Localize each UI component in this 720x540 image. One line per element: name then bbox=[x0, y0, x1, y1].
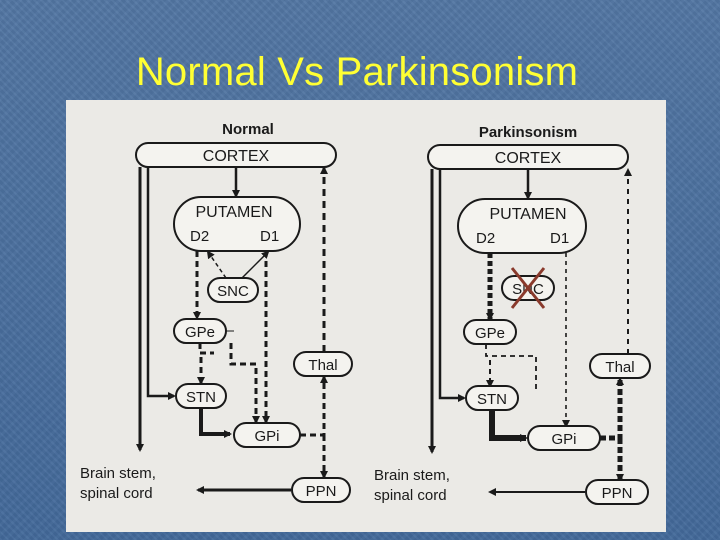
putamen-box bbox=[173, 196, 301, 252]
snc-d2-arrow bbox=[206, 250, 227, 279]
cortex-stn-arrow bbox=[146, 167, 176, 400]
gpi-label: GPi bbox=[254, 428, 279, 445]
gpe-label: GPe bbox=[185, 324, 215, 341]
gpe-label: GPe bbox=[475, 325, 505, 342]
ppn-label: PPN bbox=[306, 483, 337, 500]
cortex-label: CORTEX bbox=[203, 148, 270, 165]
d1-label: D1 bbox=[550, 230, 569, 247]
stn-label: STN bbox=[186, 389, 216, 406]
thal-label: Thal bbox=[308, 357, 337, 374]
gpe-stn-link bbox=[198, 343, 214, 355]
putamen-box bbox=[457, 198, 587, 254]
snc-box bbox=[207, 277, 259, 303]
ppn-box bbox=[585, 479, 649, 505]
d2-label: D2 bbox=[476, 230, 495, 247]
basal-ganglia-diagrams: Normal CORTEX PUTAMEN D2 D1 SNC GPe Thal bbox=[80, 121, 651, 505]
d2-label: D2 bbox=[190, 228, 209, 245]
brainstem-label-line1: Brain stem, bbox=[374, 467, 450, 484]
panel-heading-parkinsonism: Parkinsonism bbox=[479, 124, 577, 141]
ppn-label: PPN bbox=[602, 485, 633, 502]
cortex-stn-arrow bbox=[438, 169, 466, 402]
snc-label: SNC bbox=[217, 283, 249, 300]
gpe-stn-link bbox=[485, 344, 537, 390]
brainstem-label-line2: spinal cord bbox=[80, 485, 153, 502]
thal-label: Thal bbox=[605, 359, 634, 376]
gpi-label: GPi bbox=[551, 431, 576, 448]
panel-heading-normal: Normal bbox=[222, 121, 274, 138]
brainstem-label-line1: Brain stem, bbox=[80, 465, 156, 482]
gpe-gpi-arrow bbox=[229, 343, 260, 424]
brainstem-label-line2: spinal cord bbox=[374, 487, 447, 504]
putamen-label: PUTAMEN bbox=[489, 206, 566, 223]
slide-title: Normal Vs Parkinsonism bbox=[135, 50, 579, 94]
snc-d1-arrow bbox=[241, 250, 270, 279]
gpi-thal-arrow bbox=[600, 377, 624, 441]
d1-label: D1 bbox=[260, 228, 279, 245]
cortex-label: CORTEX bbox=[495, 150, 562, 167]
panel-normal: Normal CORTEX PUTAMEN D2 D1 SNC GPe Thal bbox=[80, 121, 353, 503]
putamen-label: PUTAMEN bbox=[195, 204, 272, 221]
stn-label: STN bbox=[477, 391, 507, 408]
diagram-figure: Normal CORTEX PUTAMEN D2 D1 SNC GPe Thal bbox=[66, 100, 666, 532]
stn-gpi-arrow bbox=[199, 408, 232, 438]
ppn-box bbox=[291, 477, 351, 503]
snc-cross-out bbox=[510, 267, 546, 309]
stn-gpi-arrow bbox=[489, 410, 528, 442]
gpi-thal-arrow bbox=[300, 375, 328, 437]
panel-parkinsonism: Parkinsonism CORTEX PUTAMEN D2 D1 SNC GP… bbox=[374, 124, 651, 505]
